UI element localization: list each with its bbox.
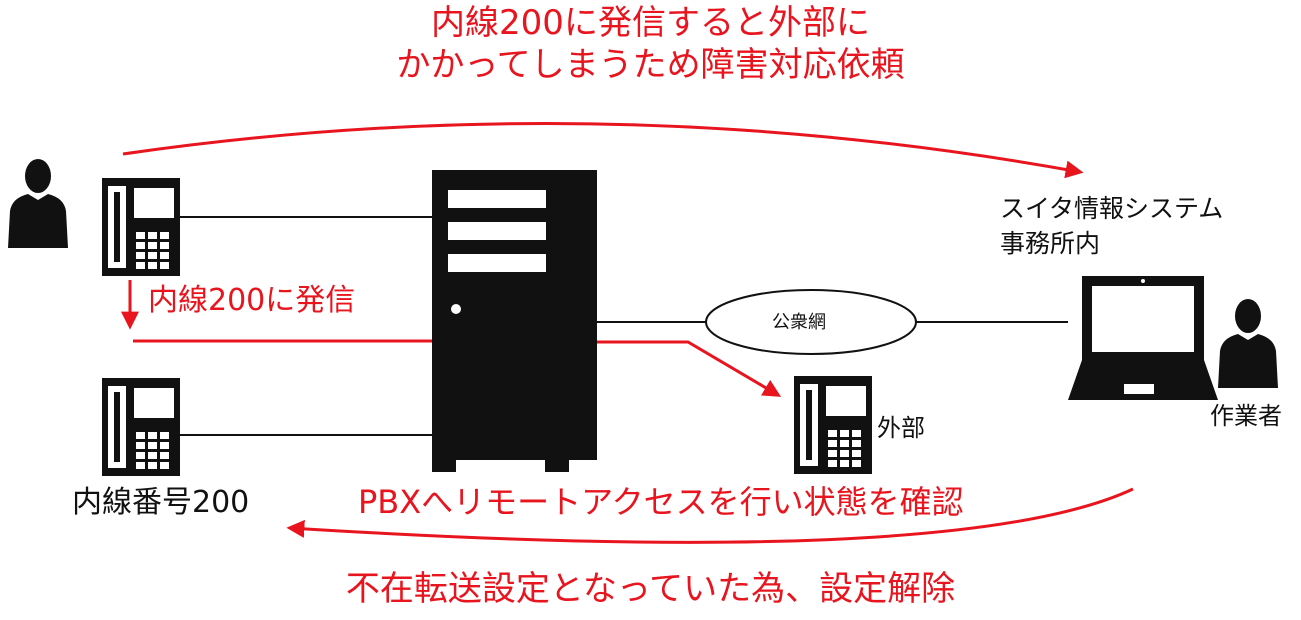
telephone-icon	[102, 378, 180, 476]
outside-label: 外部	[877, 414, 925, 442]
office-label-line1: スイタ情報システム	[1000, 194, 1224, 223]
person-icon	[1218, 299, 1278, 388]
telephone-icon	[102, 178, 180, 276]
remote-check-label: PBXへリモートアクセスを行い状態を確認	[358, 483, 964, 521]
person-icon	[8, 159, 68, 248]
public-network-cloud	[705, 289, 917, 355]
forward-to-outside-arrow	[597, 340, 782, 397]
call-action-label: 内線200に発信	[148, 283, 356, 318]
pbx-server-icon	[432, 170, 597, 472]
extension-number-label: 内線番号200	[72, 485, 250, 520]
remote-fix-arrow	[286, 487, 1134, 544]
support-request-arrow	[122, 121, 1084, 179]
worker-label: 作業者	[1210, 402, 1282, 430]
request-title-line2: かかってしまうため障害対応依頼	[396, 45, 905, 85]
public-network-label: 公衆網	[772, 312, 826, 333]
request-title-line1: 内線200に発信すると外部に	[431, 3, 870, 43]
laptop-icon	[1068, 276, 1218, 400]
telephone-icon	[794, 376, 872, 474]
result-label: 不在転送設定となっていた為、設定解除	[345, 569, 956, 609]
office-label-line2: 事務所内	[1000, 229, 1101, 258]
